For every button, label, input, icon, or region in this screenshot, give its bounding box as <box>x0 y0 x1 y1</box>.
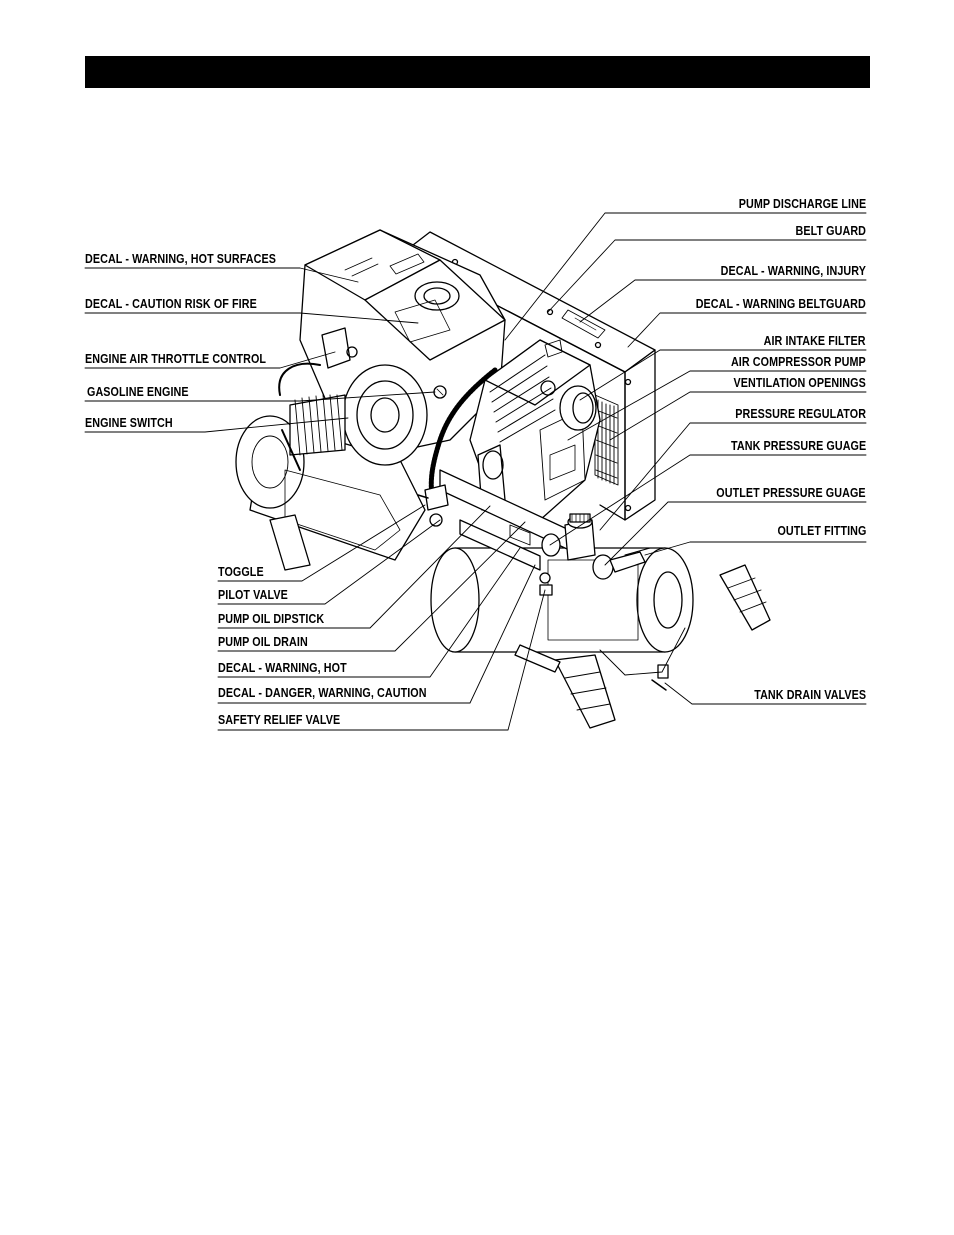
label-decal-danger-warning-caution: DECAL - DANGER, WARNING, CAUTION <box>218 686 427 700</box>
label-tank-pressure-guage: TANK PRESSURE GUAGE <box>730 439 866 453</box>
label-outlet-pressure-guage: OUTLET PRESSURE GUAGE <box>716 486 866 500</box>
label-pump-discharge-line: PUMP DISCHARGE LINE <box>738 197 866 211</box>
label-safety-relief-valve: SAFETY RELIEF VALVE <box>218 713 341 727</box>
label-decal-caution-risk-of-fire: DECAL - CAUTION RISK OF FIRE <box>85 297 257 311</box>
label-toggle: TOGGLE <box>218 565 264 579</box>
safety-relief-valve <box>539 572 553 596</box>
ventilation-openings <box>594 394 619 486</box>
label-air-intake-filter: AIR INTAKE FILTER <box>764 334 866 348</box>
label-decal-warning-hot: DECAL - WARNING, HOT <box>218 661 347 675</box>
pressure-regulator <box>541 513 651 580</box>
label-decal-warning-beltguard: DECAL - WARNING BELTGUARD <box>695 297 866 311</box>
label-ventilation-openings: VENTILATION OPENINGS <box>733 376 866 390</box>
gasoline-engine <box>278 229 506 471</box>
compressor-diagram <box>84 212 867 731</box>
label-decal-warning-hot-surfaces: DECAL - WARNING, HOT SURFACES <box>85 252 277 266</box>
leader-lines <box>84 212 867 731</box>
pump-discharge-line <box>428 367 498 498</box>
label-pump-oil-drain: PUMP OIL DRAIN <box>218 635 308 649</box>
tank-handles <box>514 564 771 729</box>
label-decal-warning-injury: DECAL - WARNING, INJURY <box>720 264 866 278</box>
pilot-valve <box>417 484 449 527</box>
label-belt-guard: BELT GUARD <box>795 224 866 238</box>
right-tank <box>430 547 694 653</box>
label-pilot-valve: PILOT VALVE <box>218 588 288 602</box>
left-foot <box>269 514 311 571</box>
label-outlet-fitting: OUTLET FITTING <box>777 524 866 538</box>
label-air-compressor-pump: AIR COMPRESSOR PUMP <box>731 355 866 369</box>
label-engine-air-throttle-control: ENGINE AIR THROTTLE CONTROL <box>85 352 267 366</box>
label-pressure-regulator: PRESSURE REGULATOR <box>735 407 866 421</box>
label-pump-oil-dipstick: PUMP OIL DIPSTICK <box>218 612 325 626</box>
label-engine-switch: ENGINE SWITCH <box>85 416 173 430</box>
label-tank-drain-valves: TANK DRAIN VALVES <box>754 688 866 702</box>
label-gasoline-engine: GASOLINE ENGINE <box>87 385 189 399</box>
section-header-bar <box>85 56 870 88</box>
tank-drain-valve <box>651 664 669 691</box>
